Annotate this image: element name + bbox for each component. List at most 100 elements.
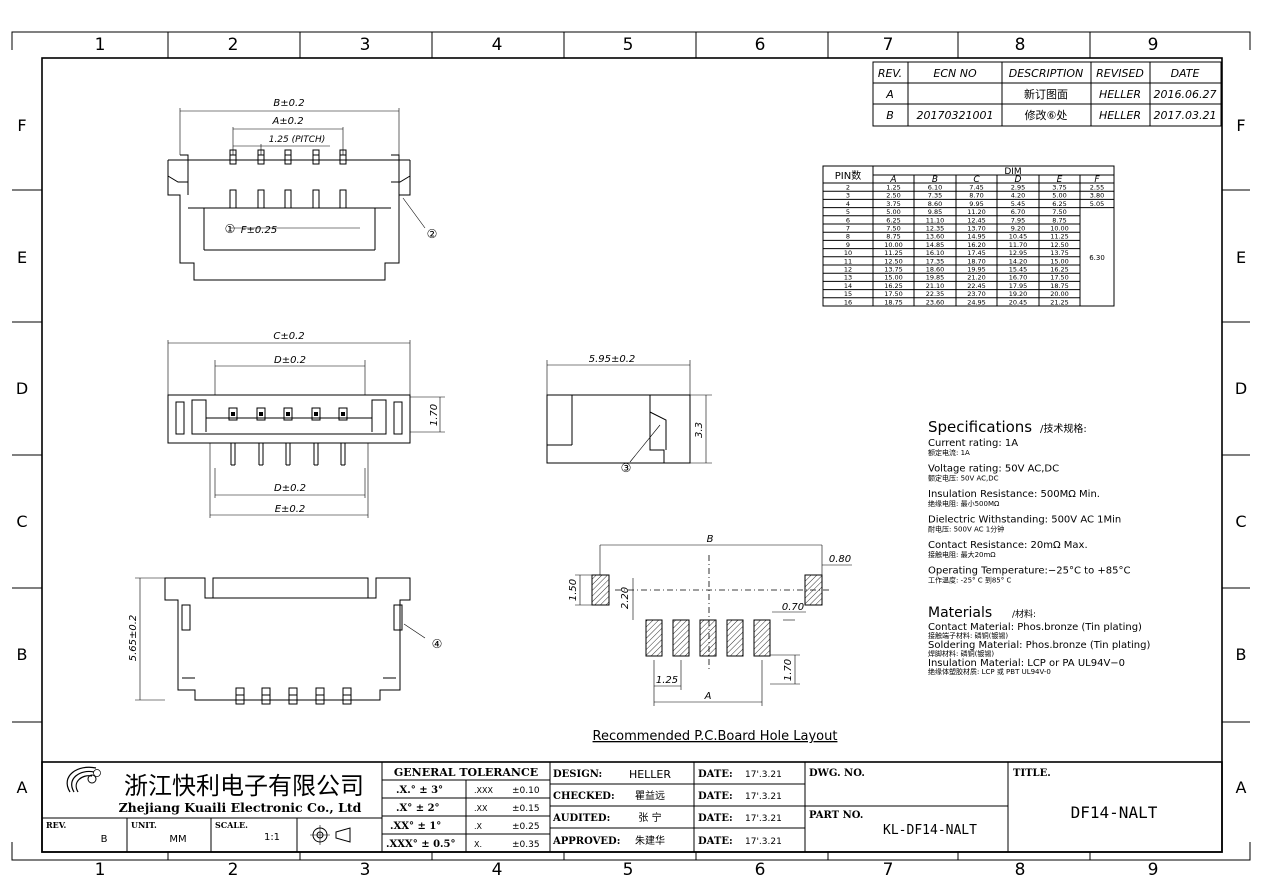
row-label-right: D bbox=[1235, 379, 1247, 398]
pcb-pad-right bbox=[804, 574, 823, 606]
pin-cell: 11.20 bbox=[967, 208, 986, 216]
checked-label: CHECKED: bbox=[553, 791, 615, 802]
pin-cell: 3.80 bbox=[1090, 192, 1104, 200]
pin-cell: 3.75 bbox=[1052, 184, 1066, 192]
pin-label: PIN数 bbox=[835, 169, 861, 182]
pin-cell: 14.20 bbox=[1009, 257, 1028, 265]
material-item-en: Insulation Material: LCP or PA UL94V−0 bbox=[928, 658, 1125, 669]
tol-angle: .X° ± 2° bbox=[396, 803, 440, 814]
pin-cell: 18.60 bbox=[926, 266, 945, 274]
callout-1: ① bbox=[225, 222, 236, 236]
col-label-bottom: 1 bbox=[95, 860, 106, 880]
title-label: TITLE. bbox=[1013, 768, 1051, 779]
pin-cell: 17.50 bbox=[884, 290, 903, 298]
pin-cell: 7.95 bbox=[1011, 216, 1025, 224]
drawing-frame bbox=[11, 31, 1251, 861]
unit-label: UNIT. bbox=[131, 820, 157, 830]
col-label-bottom: 6 bbox=[755, 860, 766, 880]
part-no-value: KL-DF14-NALT bbox=[883, 823, 977, 838]
pin-cell: 13.75 bbox=[1050, 249, 1069, 257]
tol-angle: .X.° ± 3° bbox=[396, 785, 443, 796]
part-no-label: PART NO. bbox=[809, 810, 863, 821]
title-block: 浙江快利电子有限公司 Zhejiang Kuaili Electronic Co… bbox=[41, 761, 1223, 853]
col-label-bottom: 4 bbox=[492, 860, 503, 880]
row-label-right: A bbox=[1236, 778, 1247, 797]
pin-cell: 16 bbox=[844, 298, 852, 306]
column-labels: 1 2 3 4 5 6 7 8 9 1 2 3 4 5 6 7 8 9 bbox=[95, 35, 1159, 880]
tol-val: ±0.10 bbox=[512, 786, 540, 796]
pin-cell: 8.60 bbox=[928, 200, 942, 208]
pin-cell: 15.45 bbox=[1009, 266, 1028, 274]
date-value: 17'.3.21 bbox=[745, 792, 782, 802]
pin-cell: 5.45 bbox=[1011, 200, 1025, 208]
pin-cell: 8.70 bbox=[969, 192, 983, 200]
pin-cell: 15.00 bbox=[884, 274, 903, 282]
row-label-left: A bbox=[17, 778, 28, 797]
pin-cell: 10.00 bbox=[884, 241, 903, 249]
pcb-pad-left bbox=[591, 574, 610, 606]
pin-cell: 2.55 bbox=[1090, 184, 1104, 192]
pin-col-header: B bbox=[932, 175, 938, 185]
rev-value: B bbox=[101, 834, 108, 845]
pin-cell: 12 bbox=[844, 266, 852, 274]
pin-cell: 11.70 bbox=[1009, 241, 1028, 249]
front-view: C±0.2 D±0.2 1.70 D±0.2 E±0.2 bbox=[167, 331, 445, 518]
col-label-bottom: 8 bbox=[1015, 860, 1026, 880]
pcb-dim-220: 2.20 bbox=[620, 587, 631, 609]
spec-item-cn: 额定电压: 50V AC,DC bbox=[928, 474, 999, 483]
pin-cell: 14.85 bbox=[926, 241, 945, 249]
pin-cell: 22.45 bbox=[967, 282, 986, 290]
dim-side-h: 3.3 bbox=[694, 422, 705, 438]
pin-col-header: E bbox=[1057, 175, 1063, 185]
materials-title-cn: /材料: bbox=[1012, 608, 1036, 620]
pcb-dim-080: 0.80 bbox=[829, 554, 851, 565]
rev-cell: B bbox=[886, 109, 894, 122]
rev-cell: HELLER bbox=[1099, 109, 1141, 122]
col-label-bottom: 3 bbox=[360, 860, 371, 880]
col-label-top: 3 bbox=[360, 35, 371, 55]
dim-b: B±0.2 bbox=[273, 98, 304, 109]
material-item-cn: 焊脚材料: 磷铜(镀锡) bbox=[928, 649, 994, 658]
scale-value: 1:1 bbox=[264, 832, 280, 843]
spec-item-cn: 工作温度: -25° C 到85° C bbox=[928, 576, 1011, 585]
pin-cell: 12.95 bbox=[1009, 249, 1028, 257]
unit-value: MM bbox=[169, 834, 186, 845]
dim-a: A±0.2 bbox=[271, 116, 303, 127]
pin-cell: 2.50 bbox=[886, 192, 900, 200]
pin-cell: 6.70 bbox=[1011, 208, 1025, 216]
pin-cell: 8 bbox=[846, 233, 850, 241]
pin-cell: 8.75 bbox=[1052, 216, 1066, 224]
date-label: DATE: bbox=[698, 791, 733, 802]
pcb-dim-125: 1.25 bbox=[656, 675, 678, 686]
top-view: B±0.2 A±0.2 1.25 (PITCH) ① F±0.25 ② bbox=[167, 98, 437, 281]
rev-cell: HELLER bbox=[1099, 88, 1141, 101]
col-label-top: 1 bbox=[95, 35, 106, 55]
pin-cell-merged: 6.30 bbox=[1089, 254, 1105, 262]
tol-angle: .XXX° ± 0.5° bbox=[386, 839, 456, 850]
pin-cell: 7.45 bbox=[969, 184, 983, 192]
material-item-cn: 接触端子材料: 磷铜(镀锡) bbox=[928, 631, 1008, 640]
pin-cell: 11 bbox=[844, 257, 852, 265]
pin-cell: 21.10 bbox=[926, 282, 945, 290]
spec-item-en: Current rating: 1A bbox=[928, 438, 1018, 449]
pcb-dim-b: B bbox=[707, 534, 714, 545]
title-value: DF14-NALT bbox=[1071, 803, 1158, 822]
pin-cell: 2.95 bbox=[1011, 184, 1025, 192]
pin-cell: 13 bbox=[844, 274, 852, 282]
dim-c: C±0.2 bbox=[273, 331, 304, 342]
pin-cell: 22.35 bbox=[926, 290, 945, 298]
date-value: 17'.3.21 bbox=[745, 814, 782, 824]
date-label: DATE: bbox=[698, 769, 733, 780]
pin-cell: 9.85 bbox=[928, 208, 942, 216]
pin-cell: 15 bbox=[844, 290, 852, 298]
pin-cell: 13.60 bbox=[926, 233, 945, 241]
pin-cell: 5.00 bbox=[1052, 192, 1066, 200]
row-label-left: E bbox=[17, 248, 27, 267]
pcb-layout: B 0.80 1.50 2.20 0.70 1.70 1.25 A Recomm… bbox=[568, 534, 852, 744]
pin-cell: 9.20 bbox=[1011, 225, 1025, 233]
audited-label: AUDITED: bbox=[552, 813, 610, 824]
pin-cell: 17.95 bbox=[1009, 282, 1028, 290]
spec-item-en: Operating Temperature:−25°C to +85°C bbox=[928, 566, 1130, 577]
